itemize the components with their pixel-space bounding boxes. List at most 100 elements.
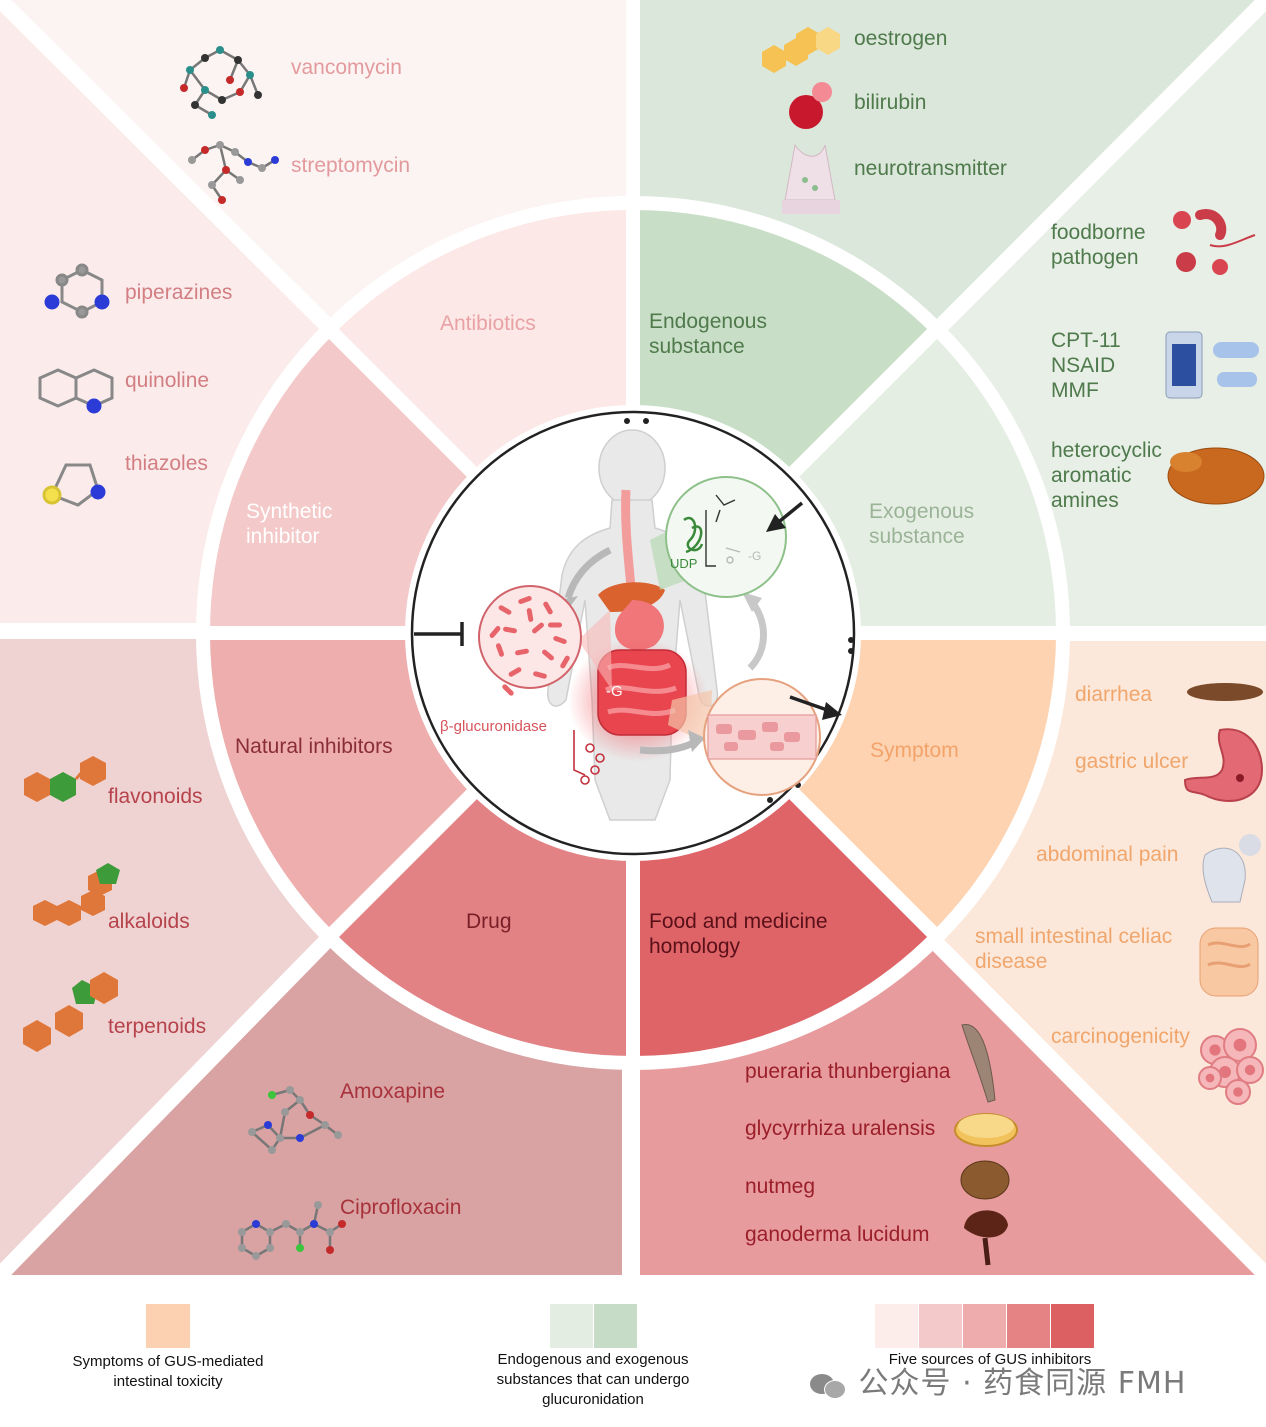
exogenous-item: amines bbox=[1051, 489, 1119, 512]
exogenous-item: foodborne bbox=[1051, 221, 1146, 244]
amoxapine-molecule-icon bbox=[248, 1086, 342, 1154]
antibiotic-item: streptomycin bbox=[291, 154, 410, 177]
abdominal-pain-icon bbox=[1202, 834, 1261, 903]
natural-label: Natural inhibitors bbox=[235, 735, 393, 758]
atom-dot bbox=[236, 176, 244, 184]
terpenoid-icon bbox=[23, 972, 118, 1052]
food-item: glycyrrhiza uralensis bbox=[745, 1117, 935, 1140]
legend-symptoms-text: Symptoms of GUS-mediated intestinal toxi… bbox=[40, 1352, 296, 1392]
bond-line bbox=[299, 1123, 326, 1140]
endogenous-item: bilirubin bbox=[854, 91, 926, 114]
tumor-nucleus-shape bbox=[1209, 1044, 1221, 1056]
atom-dot bbox=[282, 1220, 290, 1228]
pueraria-root-icon bbox=[961, 1023, 996, 1103]
diarrhea-icon bbox=[1187, 683, 1263, 701]
bacterium-shape bbox=[533, 671, 547, 679]
legend-line: Endogenous and exogenous bbox=[497, 1351, 689, 1368]
nutmeg-icon bbox=[960, 1160, 1010, 1200]
atom-dot bbox=[326, 1246, 334, 1254]
item-icons bbox=[23, 27, 1265, 1266]
atom-dot bbox=[191, 101, 199, 109]
legend-line: intestinal toxicity bbox=[113, 1373, 223, 1390]
legend-source-swatch bbox=[1051, 1304, 1094, 1348]
atom-dot bbox=[218, 96, 226, 104]
endogenous-item: neurotransmitter bbox=[854, 157, 1007, 180]
quinoline-molecule-icon bbox=[38, 368, 114, 414]
atom-dot bbox=[244, 158, 252, 166]
drug-item: Ciprofloxacin bbox=[340, 1196, 461, 1219]
exogenous-item: CPT-11 bbox=[1051, 329, 1121, 352]
exogenous-item: aromatic bbox=[1051, 464, 1132, 487]
symptom-item: small intestinal celiac bbox=[975, 925, 1172, 948]
tumor-nucleus-shape bbox=[1233, 1038, 1247, 1052]
vancomycin-molecule-icon bbox=[180, 46, 262, 119]
endogenous-item: oestrogen bbox=[854, 27, 947, 50]
exogenous-item: MMF bbox=[1051, 379, 1099, 402]
natural-item: terpenoids bbox=[108, 1015, 206, 1038]
atom-dot bbox=[268, 1146, 276, 1154]
bacterium-shape bbox=[495, 643, 505, 657]
atom-dot bbox=[281, 1108, 289, 1116]
udp-glucuronidation-icon: UDP -G bbox=[665, 476, 787, 598]
bacterium-shape bbox=[502, 684, 514, 696]
bacterium-shape bbox=[542, 649, 554, 661]
legend-source-swatch bbox=[1007, 1304, 1050, 1348]
bacterium-shape bbox=[532, 622, 544, 634]
atom-dot bbox=[264, 1121, 272, 1129]
synthetic-item: thiazoles bbox=[125, 452, 208, 475]
atom-dot bbox=[222, 166, 230, 174]
natural-item: flavonoids bbox=[108, 785, 203, 808]
food-label-1: Food and medicine bbox=[649, 910, 828, 933]
bacterium-shape bbox=[498, 605, 512, 615]
endogenous-label-2: substance bbox=[649, 335, 745, 358]
atom-dot bbox=[218, 196, 226, 204]
gut-bacteria-icon bbox=[478, 585, 582, 696]
watermark: 公众号 · 药食同源 FMH bbox=[808, 1358, 1186, 1402]
atom-dot bbox=[266, 1244, 274, 1252]
synthetic-item: piperazines bbox=[125, 281, 232, 304]
bacterium-shape bbox=[489, 626, 501, 638]
tumor-nucleus-shape bbox=[1233, 1087, 1243, 1097]
bacterium-shape bbox=[508, 667, 522, 677]
enzyme-label: β-glucuronidase bbox=[440, 718, 547, 735]
roast-chicken-icon bbox=[1167, 447, 1265, 505]
legend-source-swatch bbox=[963, 1304, 1006, 1348]
bacterium-shape bbox=[515, 648, 529, 656]
udp-label: UDP bbox=[670, 556, 697, 571]
inner-ring bbox=[195, 195, 1071, 1071]
food-item: ganoderma lucidum bbox=[745, 1223, 929, 1246]
atom-dot bbox=[252, 1252, 260, 1260]
atom-dot bbox=[254, 91, 262, 99]
symptom-item: diarrhea bbox=[1075, 683, 1152, 706]
symptom-item: disease bbox=[975, 950, 1047, 973]
thiazole-molecule-icon bbox=[42, 463, 106, 507]
legend-substance-swatch bbox=[594, 1304, 637, 1348]
natural-item: alkaloids bbox=[108, 910, 190, 933]
legend-line: substances that can undergo bbox=[496, 1371, 690, 1388]
bacterium-shape bbox=[526, 608, 534, 622]
antibiotics-label: Antibiotics bbox=[440, 312, 536, 335]
oestrogen-icon bbox=[762, 27, 840, 73]
tumor-nucleus-shape bbox=[1219, 1066, 1231, 1078]
substance-arrow bbox=[766, 501, 804, 532]
atom-dot bbox=[258, 164, 266, 172]
exogenous-item: NSAID bbox=[1051, 354, 1115, 377]
atom-dot bbox=[248, 1128, 256, 1136]
center-illustration: -G β-glucuronidase UDP -G bbox=[410, 410, 856, 856]
symptom-arrow bbox=[789, 695, 842, 720]
atom-dot bbox=[246, 71, 254, 79]
bond-line bbox=[189, 69, 206, 91]
legend-symptom-swatch bbox=[146, 1304, 190, 1348]
neurotransmitter-icon bbox=[782, 143, 840, 214]
alkaloid-icon bbox=[33, 863, 120, 926]
symptom-item: carcinogenicity bbox=[1051, 1025, 1190, 1048]
symptom-item: gastric ulcer bbox=[1075, 750, 1188, 773]
exogenous-label-2: substance bbox=[869, 525, 965, 548]
atom-dot bbox=[310, 1220, 318, 1228]
bacterium-shape bbox=[518, 595, 532, 605]
tumor-nucleus-shape bbox=[1205, 1073, 1215, 1083]
atom-dot bbox=[276, 1134, 284, 1142]
piperazine-molecule-icon bbox=[44, 263, 110, 319]
bacterium-shape bbox=[553, 635, 567, 645]
ciprofloxacin-molecule-icon bbox=[238, 1201, 346, 1260]
